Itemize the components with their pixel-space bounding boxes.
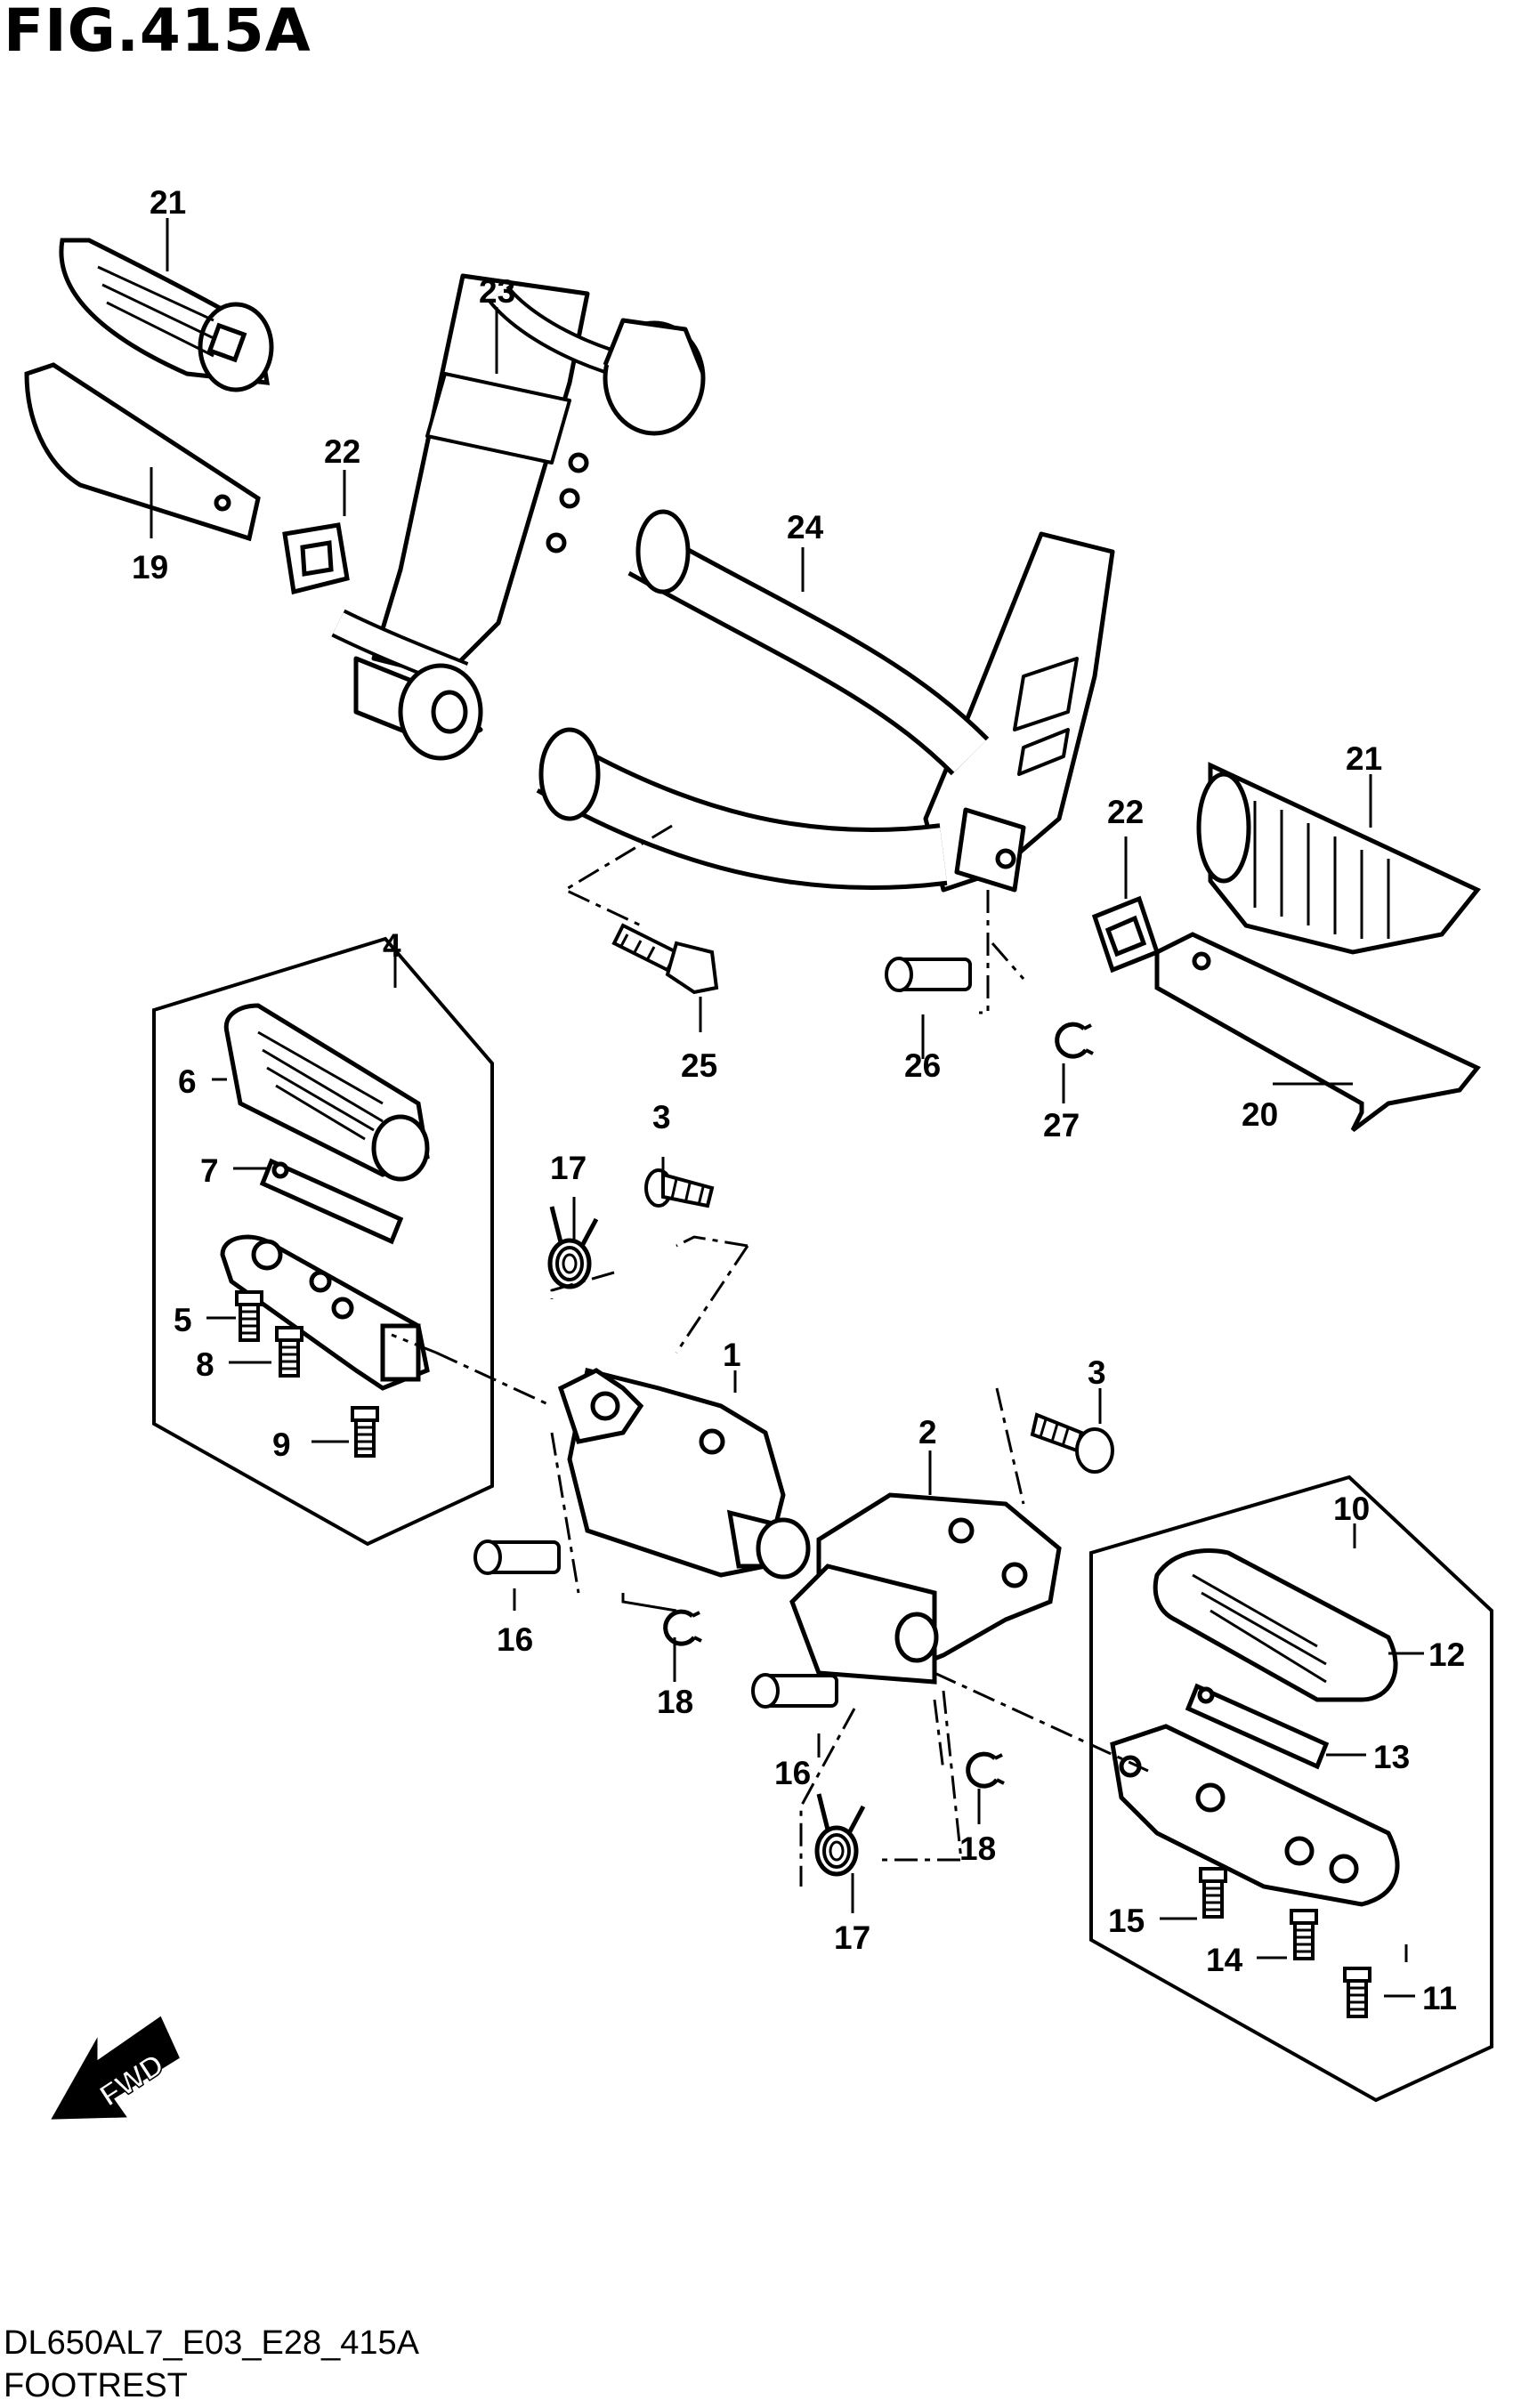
callout-27: 27 [1043,1107,1080,1143]
pin-16-right [751,1673,838,1709]
box-10-outline [1089,1475,1493,2103]
callouts: 21 23 22 19 24 21 22 25 26 27 20 4 6 3 7… [132,184,1465,2016]
callout-21b: 21 [1346,740,1382,777]
callout-leaders [150,218,1424,1998]
callout-16b: 16 [774,1755,811,1791]
callout-8: 8 [196,1346,214,1383]
callout-12: 12 [1428,1636,1465,1673]
bolt-3-upper [644,1168,715,1208]
damper-upper-right [1091,895,1161,974]
footrest-plate-upper-left [24,362,261,542]
callout-13: 13 [1373,1739,1410,1775]
plate-13 [1185,1683,1330,1770]
callout-24: 24 [787,509,824,545]
solid-leaders [621,1593,1408,1962]
footrest-right-body [1110,1724,1400,1907]
callout-17a: 17 [550,1150,587,1186]
callout-15: 15 [1108,1903,1145,1939]
bracket-1 [557,1367,811,1580]
box-4-outline [152,936,494,1547]
figure-code: DL650AL7_E03_E28_415A [4,2324,419,2362]
footrest-bracket-right [536,509,1115,893]
clip-18-left [666,1612,701,1644]
callout-5: 5 [174,1302,192,1338]
bracket-2 [789,1492,1062,1685]
footrest-left-body [220,1234,430,1391]
screw-8 [275,1326,303,1378]
screw-14 [1290,1909,1318,1960]
callout-4: 4 [383,927,401,964]
figure-name: FOOTREST [4,2367,188,2404]
callout-2: 2 [918,1414,937,1450]
plate-7 [259,1158,404,1245]
screw-9 [351,1406,379,1458]
assembly-lines [391,824,1149,1887]
spring-17-lower [817,1794,863,1874]
callout-18b: 18 [959,1830,996,1867]
bolt-3-lower [1030,1412,1114,1474]
callout-22a: 22 [324,433,360,470]
callout-21a: 21 [150,184,186,221]
footrest-rubber-upper-left [59,238,274,392]
screw-15 [1199,1867,1227,1919]
pin-26 [885,957,972,992]
callout-23: 23 [479,273,515,310]
fwd-arrow: FWD [51,2016,180,2120]
callout-3b: 3 [1088,1354,1106,1391]
footrest-plate-upper-right [1154,932,1481,1132]
callout-14: 14 [1206,1942,1243,1978]
clip-18-right [968,1754,1004,1786]
callout-6: 6 [178,1063,197,1100]
callout-19: 19 [132,549,168,586]
footrest-rubber-12 [1153,1548,1398,1702]
bolt-11 [1343,1967,1371,2018]
callout-1: 1 [723,1337,741,1373]
callout-16a: 16 [497,1621,533,1658]
callout-7: 7 [200,1152,219,1189]
callout-17b: 17 [834,1919,870,1956]
callout-22b: 22 [1107,794,1144,830]
callout-18a: 18 [657,1684,693,1720]
callout-11: 11 [1422,1980,1457,2016]
pin-16-left [473,1539,561,1575]
bolt-5 [235,1290,263,1342]
damper-upper-left [282,522,350,595]
callout-3a: 3 [652,1099,671,1135]
figure-title: FIG.415A [4,0,312,65]
callout-10: 10 [1333,1491,1370,1527]
callout-25: 25 [681,1047,717,1084]
bolt-25 [611,923,719,995]
callout-26: 26 [904,1047,941,1084]
footrest-bracket-left [331,273,706,761]
callout-9: 9 [272,1426,291,1463]
footrest-rubber-upper-right [1196,762,1481,955]
callout-20: 20 [1242,1096,1278,1133]
footrest-rubber-6 [223,1003,430,1182]
clip-27 [1057,1024,1093,1056]
